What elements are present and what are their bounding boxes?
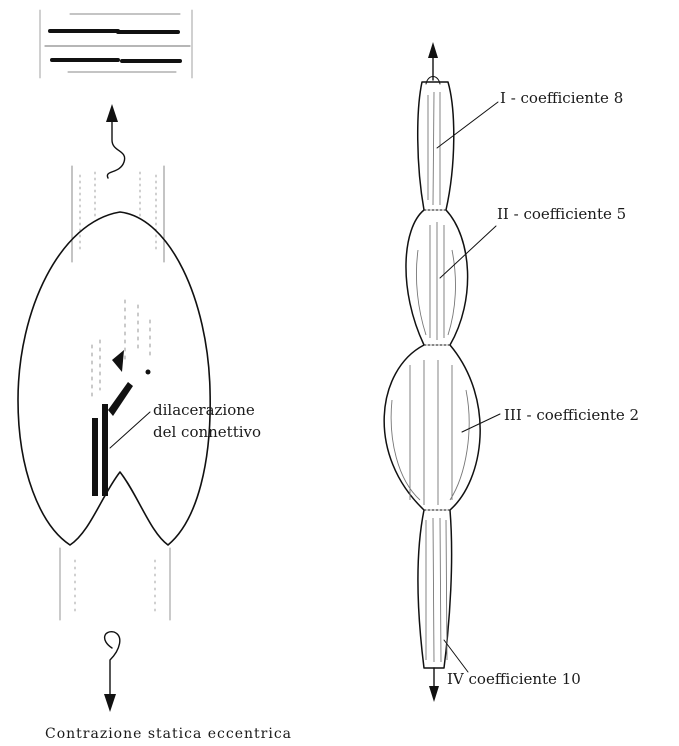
bottom-arrow	[429, 668, 439, 702]
segment-fibres	[391, 92, 469, 662]
right-figure: I - coefficiente 8 II - coefficiente 5 I…	[384, 42, 639, 702]
segment-label-1: I - coefficiente 8	[500, 89, 623, 107]
segment-label-4: IV coefficiente 10	[447, 670, 581, 688]
left-figure: dilacerazione del connettivo Contrazione…	[18, 10, 292, 742]
segment-label-3: III - coefficiente 2	[504, 406, 639, 424]
inner-fibres	[92, 300, 150, 400]
sarcomere-filaments	[40, 10, 192, 78]
muscle-segments-outline	[384, 82, 480, 668]
laceration-annotation: dilacerazione del connettivo	[153, 401, 261, 441]
lower-tendon	[60, 548, 170, 620]
laceration-annotation-line2: del connettivo	[153, 423, 261, 441]
muscle-belly-outline	[18, 212, 210, 545]
segment-label-2: II - coefficiente 5	[497, 205, 626, 223]
upper-tension-arrow	[106, 104, 125, 178]
left-figure-caption: Contrazione statica eccentrica	[45, 726, 292, 742]
laceration-annotation-line1: dilacerazione	[153, 401, 255, 419]
top-arrow	[426, 42, 440, 84]
upper-tendon	[72, 166, 164, 262]
lower-tension-arrow	[104, 632, 120, 712]
